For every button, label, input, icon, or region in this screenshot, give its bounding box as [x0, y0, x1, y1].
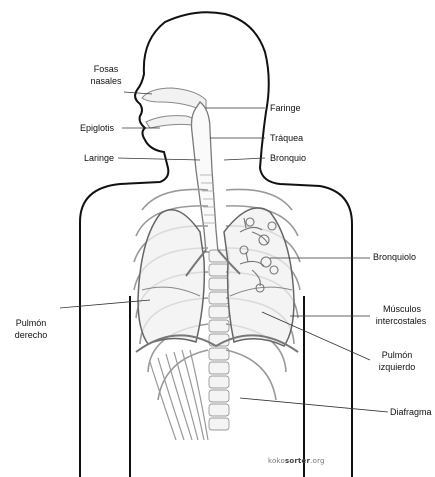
label-fosas-nasales-line1: Fosas	[86, 64, 126, 75]
label-pulmon-izquierdo-line2: izquierdo	[372, 362, 422, 373]
watermark-post: .org	[310, 457, 325, 465]
label-musculos-line2: intercostales	[370, 316, 432, 327]
label-musculos-line1: Músculos	[372, 304, 432, 315]
watermark-pre: koko	[268, 457, 285, 465]
label-laringe: Laringe	[84, 153, 114, 164]
label-bronquio: Bronquio	[270, 153, 306, 164]
label-epiglotis: Epiglotis	[80, 123, 114, 134]
label-diafragma: Diafragma	[390, 407, 432, 418]
label-traquea: Tráquea	[270, 133, 303, 144]
label-pulmon-derecho-line2: derecho	[8, 330, 54, 341]
label-pulmon-izquierdo-line1: Pulmón	[372, 350, 422, 361]
label-faringe: Faringe	[270, 103, 301, 114]
label-pulmon-derecho-line1: Pulmón	[8, 318, 54, 329]
label-bronquiolo: Bronquiolo	[373, 252, 416, 263]
watermark: kokosorter.org	[268, 457, 325, 465]
oral-cavity	[146, 116, 198, 128]
right-lung	[138, 210, 204, 344]
label-fosas-nasales-line2: nasales	[84, 76, 128, 87]
watermark-brand: sorter	[285, 457, 310, 465]
